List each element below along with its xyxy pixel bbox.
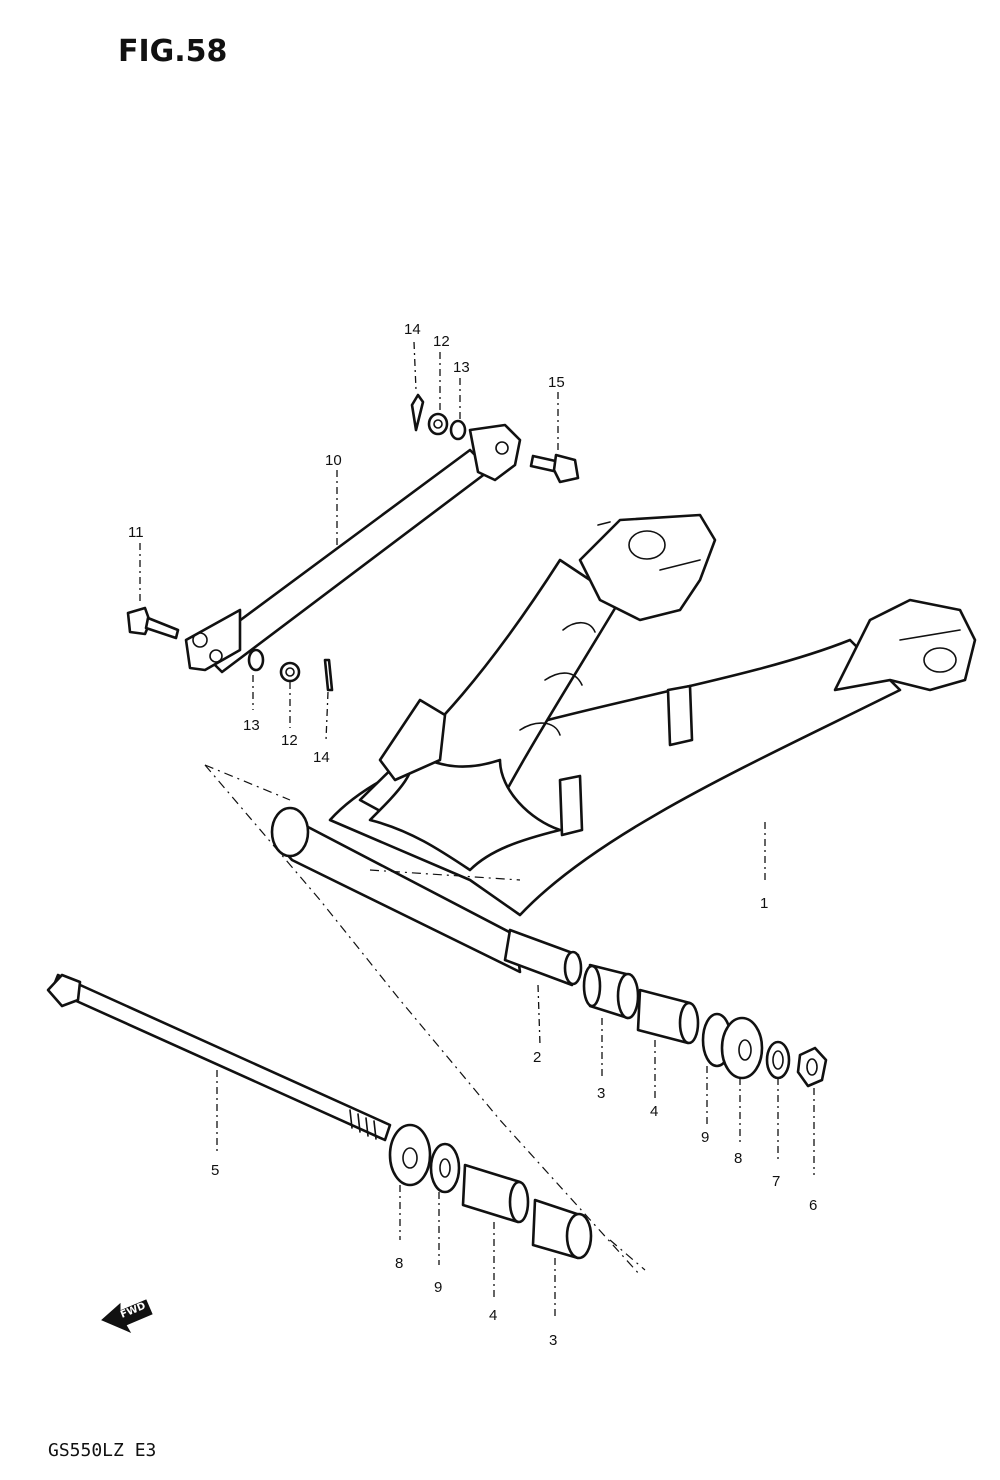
callout-4-right: 4 bbox=[650, 1103, 658, 1120]
sleeve-2 bbox=[503, 928, 583, 987]
bearing-3-right bbox=[582, 963, 640, 1020]
callout-13-upper: 13 bbox=[453, 359, 470, 376]
callout-11: 11 bbox=[128, 524, 144, 541]
callout-2: 2 bbox=[533, 1049, 541, 1066]
pivot-shaft-5 bbox=[46, 973, 392, 1142]
callout-14-lower: 14 bbox=[313, 749, 330, 766]
bolt-11 bbox=[126, 606, 180, 640]
washer-13-lower bbox=[247, 648, 265, 672]
callout-6: 6 bbox=[809, 1197, 817, 1214]
cap-8-left bbox=[388, 1123, 432, 1187]
callout-7: 7 bbox=[772, 1173, 780, 1190]
callout-5: 5 bbox=[211, 1162, 219, 1179]
callout-10: 10 bbox=[325, 452, 342, 469]
washer-13-upper bbox=[449, 419, 467, 441]
callout-9-left: 9 bbox=[434, 1279, 442, 1296]
nut-12-upper bbox=[427, 412, 449, 436]
callout-13-lower: 13 bbox=[243, 717, 260, 734]
leader-lines bbox=[139, 341, 815, 1320]
cotter-pin-14-upper bbox=[410, 393, 425, 432]
callout-3-right: 3 bbox=[597, 1085, 605, 1102]
washer-9-left bbox=[429, 1142, 461, 1194]
cotter-pin-14-lower bbox=[323, 658, 334, 692]
figure-title: FIG.58 bbox=[118, 34, 228, 69]
washer-7 bbox=[765, 1040, 791, 1080]
spacer-4-right bbox=[636, 988, 700, 1045]
callout-8-left: 8 bbox=[395, 1255, 403, 1272]
callout-9-right: 9 bbox=[701, 1129, 709, 1146]
spacer-4-left bbox=[461, 1163, 530, 1224]
callout-15: 15 bbox=[548, 374, 565, 391]
torque-link bbox=[184, 423, 522, 674]
cap-8-right bbox=[720, 1016, 764, 1080]
callout-12-lower: 12 bbox=[281, 732, 298, 749]
callout-4-left: 4 bbox=[489, 1307, 497, 1324]
bolt-15 bbox=[529, 453, 580, 484]
nut-12-lower bbox=[279, 661, 301, 683]
callout-labels: 14 12 13 15 10 11 13 12 14 1 2 3 4 9 8 7… bbox=[128, 321, 817, 1349]
callout-3-left: 3 bbox=[549, 1332, 557, 1349]
callout-1: 1 bbox=[760, 895, 768, 912]
assembly-centerlines bbox=[204, 764, 646, 1276]
swing-arm bbox=[270, 513, 977, 974]
callout-14-upper: 14 bbox=[404, 321, 421, 338]
nut-6 bbox=[796, 1046, 828, 1088]
callout-12-upper: 12 bbox=[433, 333, 450, 350]
forward-arrow-icon: FWD bbox=[101, 1299, 153, 1334]
model-code: GS550LZ E3 bbox=[48, 1440, 157, 1461]
callout-8-right: 8 bbox=[734, 1150, 742, 1167]
bearing-3-left bbox=[531, 1198, 593, 1260]
